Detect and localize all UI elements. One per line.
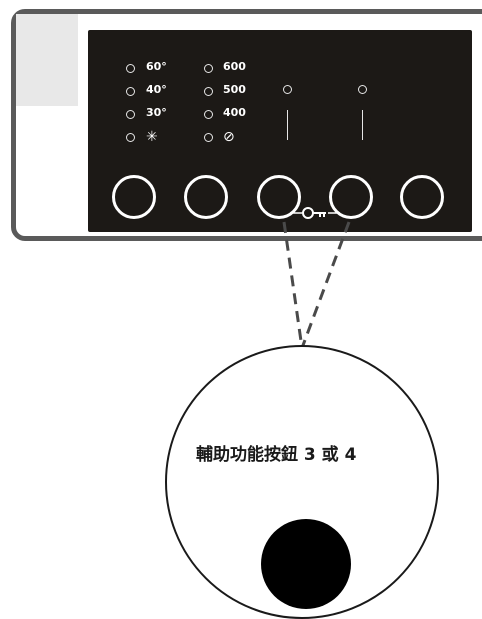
frame-strip xyxy=(16,14,78,106)
button-1[interactable] xyxy=(112,175,156,219)
temp-40-indicator xyxy=(126,87,135,96)
temp-30-indicator xyxy=(126,110,135,119)
callout-label: 輔助功能按鈕 3 或 4 xyxy=(196,445,357,465)
spin-500-label: 500 xyxy=(223,83,246,96)
spin-none-indicator xyxy=(204,133,213,142)
button-4[interactable] xyxy=(329,175,373,219)
spin-400-indicator xyxy=(204,110,213,119)
temp-60-label: 60° xyxy=(146,60,167,73)
spin-600-label: 600 xyxy=(223,60,246,73)
temp-40-label: 40° xyxy=(146,83,167,96)
button-highlight-dot xyxy=(261,519,351,609)
spin-600-indicator xyxy=(204,64,213,73)
no-spin-icon: ⊘ xyxy=(223,129,235,145)
option-3-indicator xyxy=(283,85,292,94)
option-4-line xyxy=(362,110,364,140)
option-4-indicator xyxy=(358,85,367,94)
cold-wash-icon: ✳ xyxy=(146,129,158,145)
button-5[interactable] xyxy=(400,175,444,219)
temp-60-indicator xyxy=(126,64,135,73)
button-2[interactable] xyxy=(184,175,228,219)
option-3-line xyxy=(287,110,289,140)
temp-cold-indicator xyxy=(126,133,135,142)
temp-30-label: 30° xyxy=(146,106,167,119)
spin-500-indicator xyxy=(204,87,213,96)
button-3[interactable] xyxy=(257,175,301,219)
spin-400-label: 400 xyxy=(223,106,246,119)
key-icon xyxy=(290,207,340,219)
control-panel: 60° 40° 30° ✳ 600 500 400 ⊘ xyxy=(88,30,472,232)
